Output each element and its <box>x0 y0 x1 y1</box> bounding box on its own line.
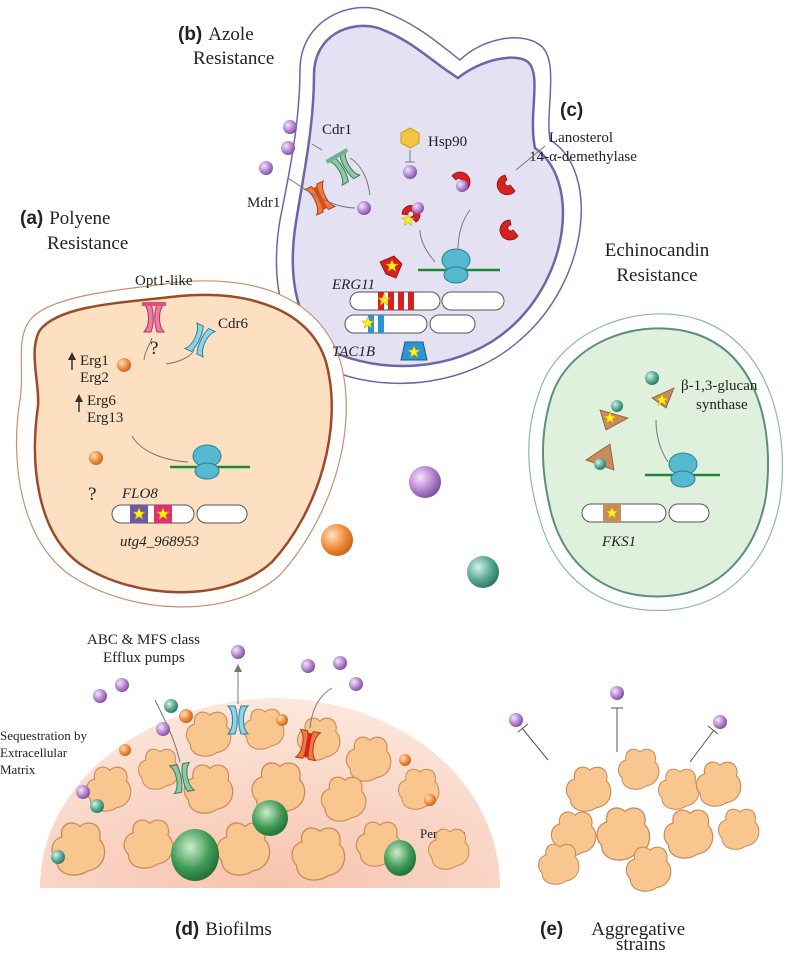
polyene-legend-icon <box>321 524 353 556</box>
ribosome-icon <box>441 248 471 284</box>
azole-cell <box>275 6 582 385</box>
polyene-cell <box>15 280 347 608</box>
erg11-bound-enzyme-icon <box>379 255 403 279</box>
azole-molecule <box>456 180 468 192</box>
persister-cell <box>171 829 219 881</box>
question-mark: ? <box>150 338 158 359</box>
sequestration-label-line2: Extracellular <box>0 745 68 760</box>
cdr1-pump-icon <box>325 148 361 187</box>
mdr1-label: Mdr1 <box>247 195 280 211</box>
erg1-label: Erg1 <box>80 353 109 369</box>
panel-b-letter: (b) <box>178 24 202 45</box>
panel-b-title-line2: Resistance <box>193 48 274 69</box>
opt1-like-label: Opt1-like <box>135 273 193 289</box>
lanosterol-label-line1: Lanosterol <box>549 130 613 146</box>
ribosome-icon <box>192 444 222 480</box>
persister-cell <box>384 840 416 876</box>
aggregative-cells <box>538 748 760 892</box>
sequestration-label-line1: Sequestration by <box>0 728 88 743</box>
azole-legend-icon <box>409 466 441 498</box>
abc-pump-icon <box>226 705 250 735</box>
flo8-chromosome <box>111 504 248 524</box>
fks1-chromosome <box>581 503 710 523</box>
cdr1-label: Cdr1 <box>322 122 352 138</box>
glucan-synthase-line2: synthase <box>696 397 748 413</box>
azole-molecule <box>259 161 273 175</box>
echinocandin-molecule <box>645 371 659 385</box>
cdr6-pump-icon <box>183 322 217 358</box>
panel-e-title-line2: strains <box>616 934 666 953</box>
cdr1-biofilm-pump-icon <box>168 761 196 795</box>
glucan-synthase-line1: β-1,3-glucan <box>681 378 758 394</box>
echinocandin-legend-icon <box>467 556 499 588</box>
azole-molecule <box>403 165 417 179</box>
fks1-gene-label: FKS1 <box>601 534 636 550</box>
azole-molecule <box>283 120 297 134</box>
persister-cell <box>252 800 288 836</box>
utg4-gene-label: utg4_968953 <box>120 534 199 550</box>
polyene-molecule <box>89 451 103 465</box>
erg6-label: Erg6 <box>87 393 116 409</box>
panel-b-label: (b) Azole <box>178 24 254 45</box>
question-mark: ? <box>88 484 96 505</box>
polyene-molecule <box>117 358 131 372</box>
efflux-pumps-label-line1: ABC & MFS class <box>87 632 200 648</box>
echinocandin-title-line1: Echinocandin <box>605 240 710 261</box>
erg13-label: Erg13 <box>87 410 123 426</box>
azole-molecule <box>357 201 371 215</box>
panel-e-letter: (e) <box>540 919 563 940</box>
tac1b-gene-label: TAC1B <box>332 344 375 360</box>
echinocandin-molecule <box>594 458 606 470</box>
panel-c-letter: (c) <box>560 100 583 121</box>
panel-e-title-line1: Aggregative <box>591 919 685 940</box>
erg2-label: Erg2 <box>80 370 109 386</box>
sequestration-label-line3: Matrix <box>0 762 36 777</box>
biofilm-drug-molecules <box>51 645 436 864</box>
opt1-transporter-icon <box>142 302 166 333</box>
panel-b-title-line1: Azole <box>208 24 253 45</box>
panel-d-label: (d) Biofilms <box>175 919 272 940</box>
lanosterol-label-line2: 14-α-demethylase <box>529 149 637 165</box>
tac1b-chromosome <box>344 314 476 334</box>
panel-d-title: Biofilms <box>205 919 272 940</box>
mfs-pump-icon <box>294 728 322 762</box>
echinocandin-title-line2: Resistance <box>616 265 697 286</box>
hsp90-icon <box>400 127 420 149</box>
panel-e-label: (e) Aggregative <box>540 919 685 940</box>
ribosome-icon <box>668 452 698 488</box>
erg11-chromosome <box>349 291 505 311</box>
azole-inhibition <box>509 686 727 763</box>
panel-a-title-line1: Polyene <box>49 208 110 229</box>
flo8-gene-label: FLO8 <box>121 486 158 502</box>
azole-molecule <box>281 141 295 155</box>
cdr6-label: Cdr6 <box>218 316 249 332</box>
panel-a-letter: (a) <box>20 208 43 229</box>
hsp90-label: Hsp90 <box>428 134 467 150</box>
panel-a-label: (a) Polyene <box>20 208 110 229</box>
echinocandin-cell <box>528 313 783 611</box>
echinocandin-molecule <box>611 400 623 412</box>
erg11-gene-label: ERG11 <box>331 277 375 293</box>
panel-d-letter: (d) <box>175 919 199 940</box>
efflux-pumps-label-line2: Efflux pumps <box>103 650 185 666</box>
azole-molecule <box>412 202 424 214</box>
tac1b-protein-icon <box>400 341 428 361</box>
panel-a-title-line2: Resistance <box>47 233 128 254</box>
